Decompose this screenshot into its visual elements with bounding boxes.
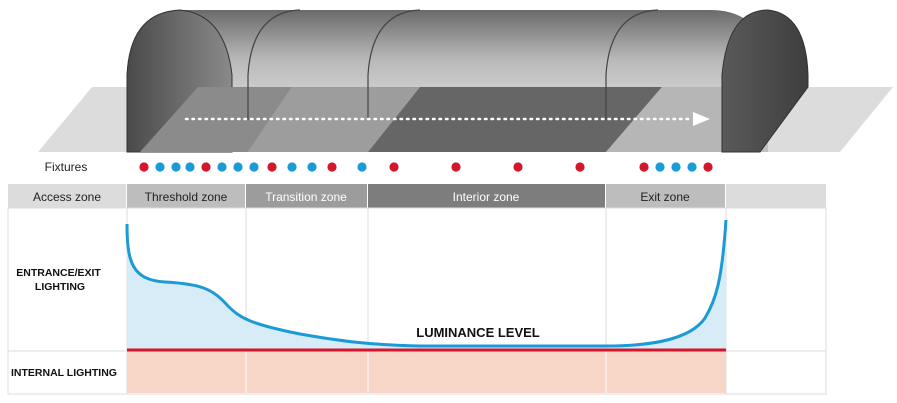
row-label-entrance-exit: ENTRANCE/EXIT LIGHTING [16,267,104,293]
fixture-dot-red [201,162,211,172]
direction-arrow-head [693,112,710,126]
zone-header-end [726,184,826,208]
luminance-level-label: LUMINANCE LEVEL [416,325,540,340]
internal-lighting-dividers [245,351,607,393]
arch-ring [367,9,421,120]
zone-header-exit [606,184,725,208]
fixture-dot-red [327,162,337,172]
fixture-dots [139,162,713,172]
fixture-dot-blue [287,162,297,172]
fixture-dot-blue [671,162,681,172]
zone-header-access [8,184,126,208]
fixture-dot-blue [155,162,165,172]
fixture-dot-blue [357,162,367,172]
zone-label-access: Access zone [33,190,101,204]
fixture-dot-blue [655,162,665,172]
zone-label-exit: Exit zone [640,190,690,204]
luminance-curve [125,219,728,348]
fixture-dot-red [639,162,649,172]
fixture-dot-blue [171,162,181,172]
floor-transition [248,87,420,152]
zone-header-interior [368,184,605,208]
internal-lighting-fill [127,351,726,393]
fixture-dot-blue [687,162,697,172]
fixture-dot-red [451,162,461,172]
fixture-dot-blue [307,162,317,172]
fixture-dot-blue [217,162,227,172]
fixture-dot-blue [249,162,259,172]
zone-label-transition: Transition zone [265,190,347,204]
zone-header-transition [246,184,367,208]
luminance-curve-fill [127,220,726,350]
zone-header: Access zone Threshold zone Transition zo… [8,184,826,208]
arch-ring [247,9,301,120]
zone-label-interior: Interior zone [453,190,520,204]
fixture-dot-red [139,162,149,172]
fixture-dot-red [703,162,713,172]
floor-threshold [140,87,292,152]
tunnel-exit-cap [721,9,809,153]
floor-interior [368,87,662,152]
fixtures-label: Fixtures [45,160,88,174]
fixture-dot-red [575,162,585,172]
fixture-dot-red [389,162,399,172]
fixture-dot-blue [233,162,243,172]
fixture-dot-red [513,162,523,172]
fixture-dot-blue [185,162,195,172]
zone-header-threshold [127,184,245,208]
zone-label-threshold: Threshold zone [145,190,228,204]
fixture-dot-red [267,162,277,172]
tunnel [126,9,809,153]
row-label-internal: INTERNAL LIGHTING [11,367,117,379]
arch-ring [605,9,659,120]
